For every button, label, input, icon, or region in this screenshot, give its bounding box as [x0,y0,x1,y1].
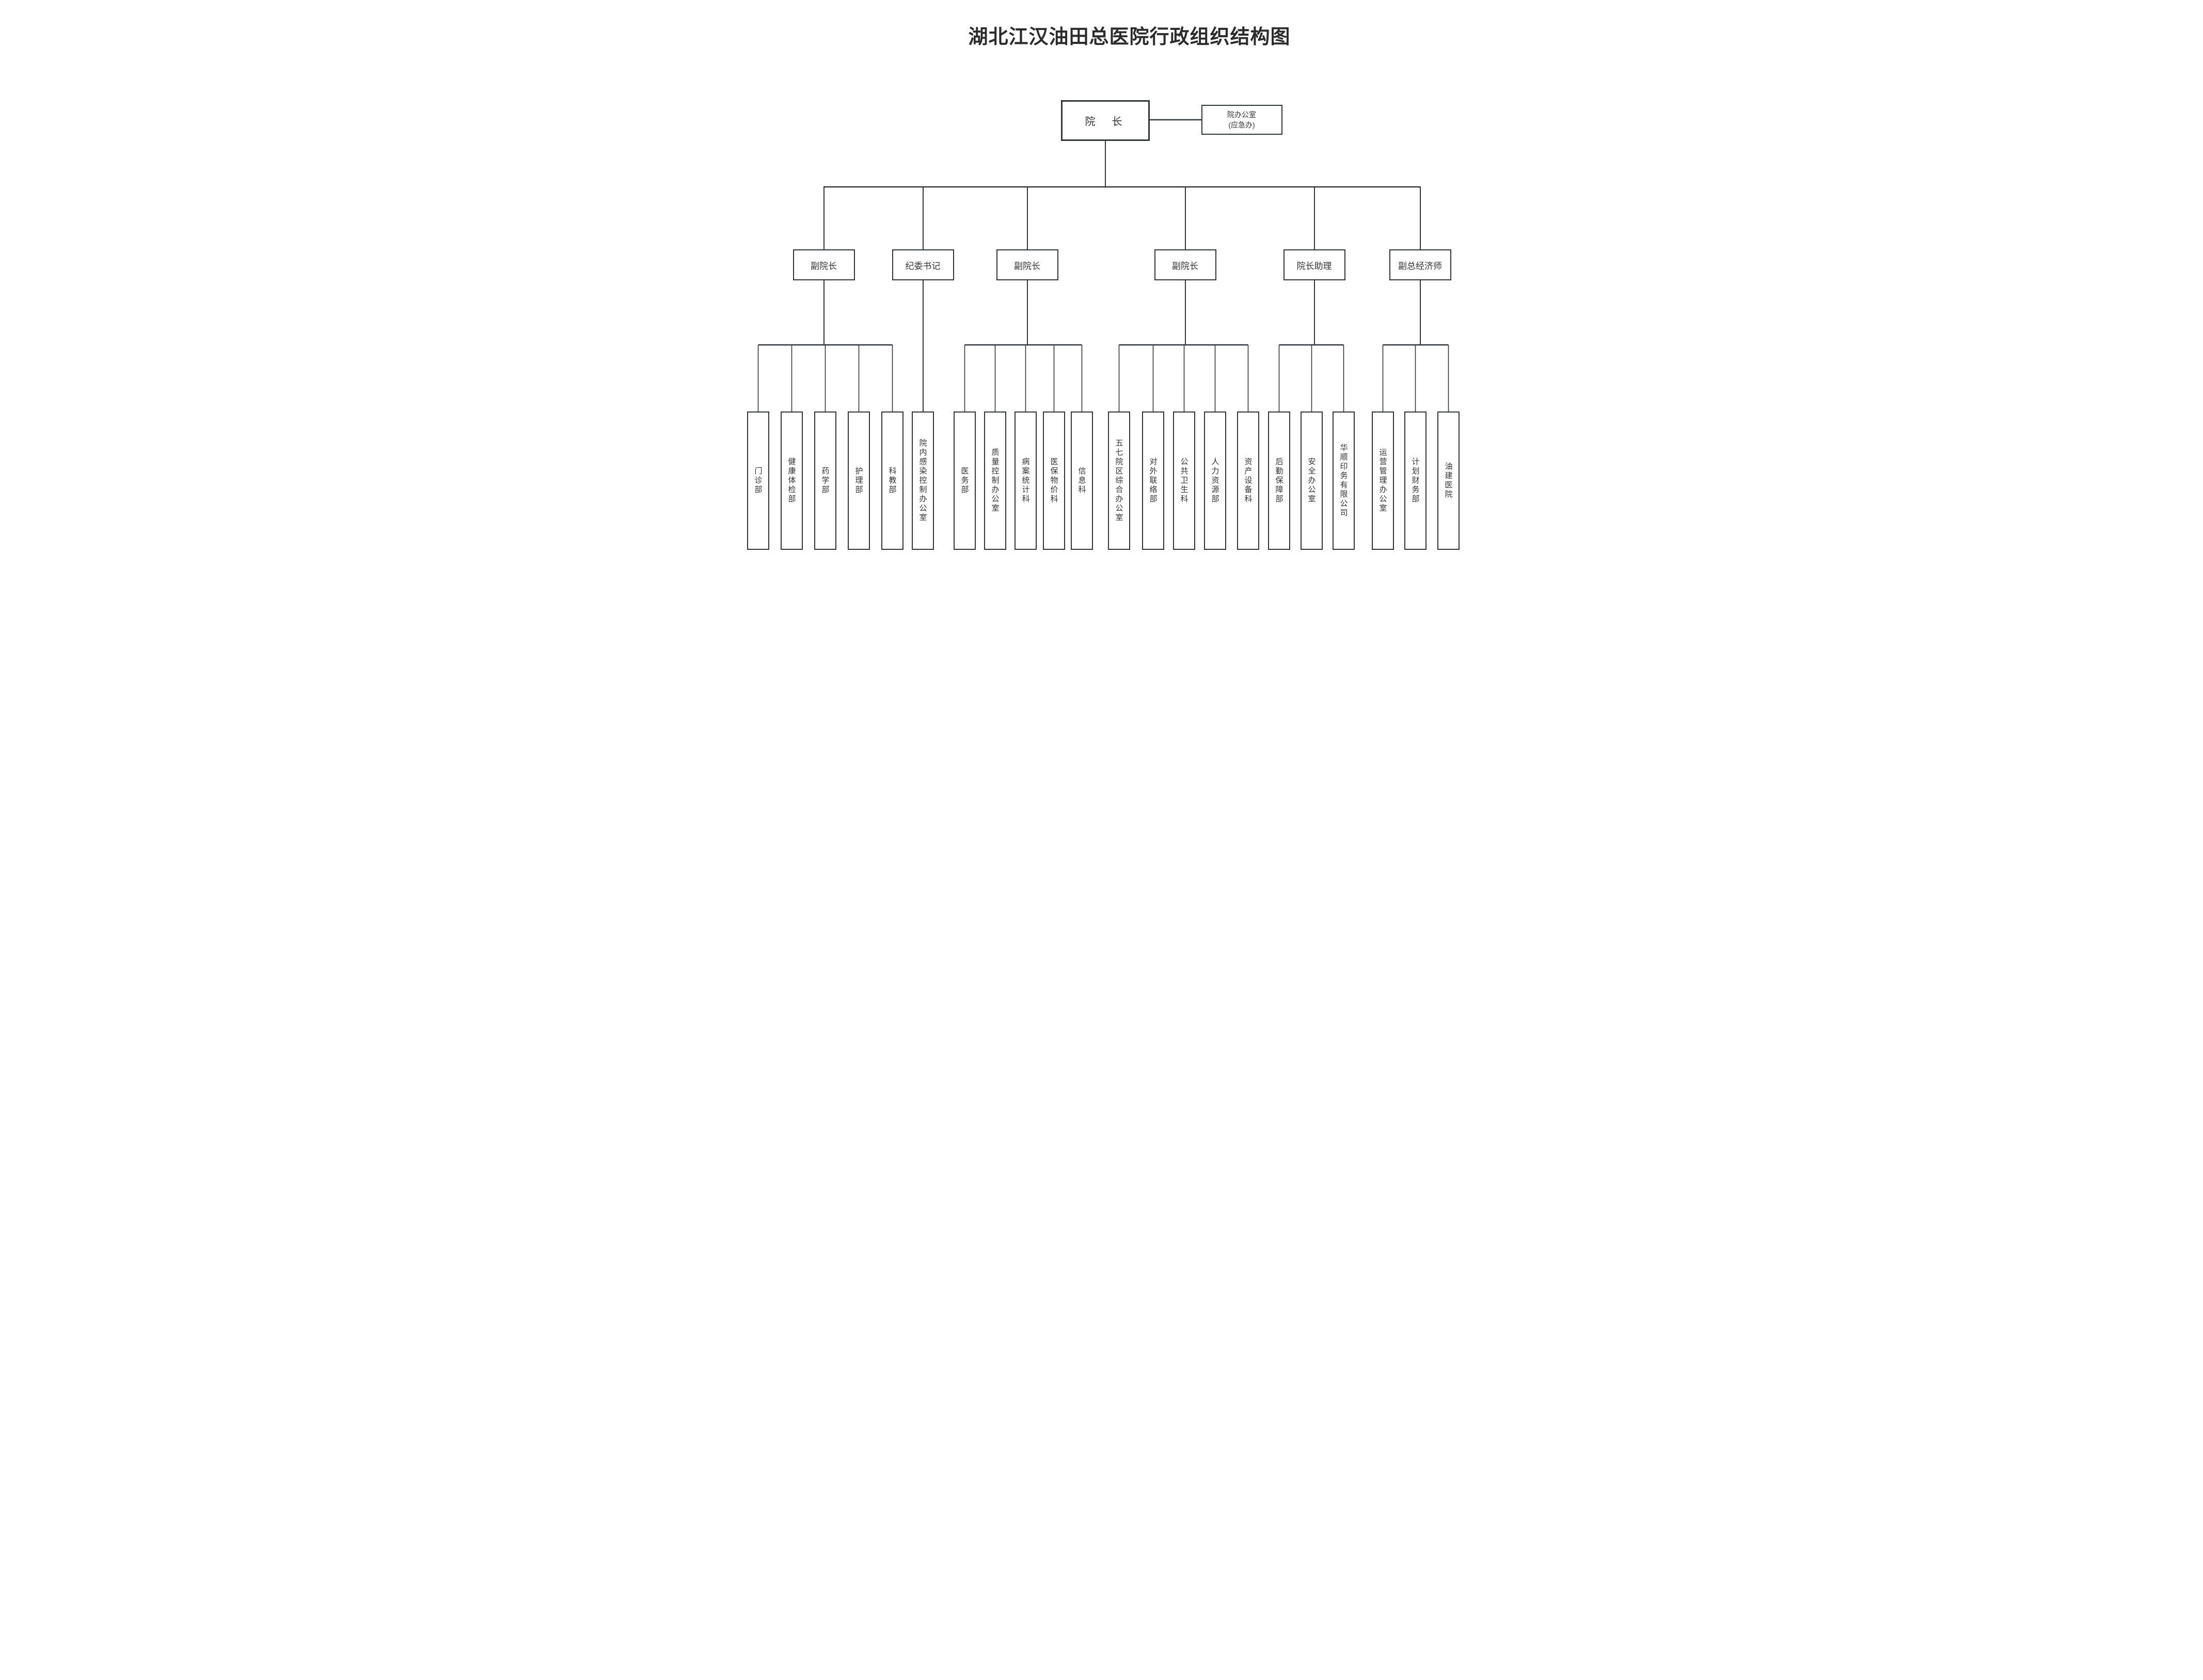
dept-box-operations-management: 运营管理办公室 [1371,411,1394,550]
dept-box-medical-records: 病案统计科 [1014,411,1037,550]
dept-box-quality-control: 质量控制办公室 [984,411,1006,550]
org-chart: 湖北江汉油田总医院行政组织结构图 院 长 院办公室 (应急办) 副院长 纪委书记… [734,0,1469,560]
exec-box-vice-president-3: 副院长 [1154,249,1216,280]
dept-box-insurance-pricing: 医保物价科 [1042,411,1065,550]
dept-box-public-health: 公共卫生科 [1172,411,1195,550]
hospital-office-line1: 院办公室 [1227,110,1256,119]
president-box: 院 长 [1060,100,1150,141]
dept-box-wuqi-campus-office: 五七院区综合办公室 [1107,411,1130,550]
dept-box-science-education: 科教部 [881,411,904,550]
dept-box-logistics-support: 后勤保障部 [1267,411,1290,550]
dept-box-medical-affairs: 医务部 [953,411,976,550]
dept-box-safety-office: 安全办公室 [1300,411,1323,550]
connector-lines [757,119,1449,411]
exec-box-vice-president-1: 副院长 [793,249,855,280]
exec-box-deputy-chief-economist: 副总经济师 [1389,249,1451,280]
exec-box-president-assistant: 院长助理 [1283,249,1345,280]
dept-box-asset-equipment: 资产设备科 [1237,411,1259,550]
dept-box-youjian-hospital: 油建医院 [1437,411,1460,550]
dept-box-external-liaison: 对外联络部 [1142,411,1164,550]
dept-box-human-resources: 人力资源部 [1203,411,1226,550]
dept-box-pharmacy: 药学部 [814,411,836,550]
hospital-office-line2: (应急办) [1228,121,1255,129]
dept-box-nursing: 护理部 [847,411,870,550]
exec-box-vice-president-2: 副院长 [996,249,1058,280]
dept-box-information: 信息科 [1070,411,1093,550]
page-title: 湖北江汉油田总医院行政组织结构图 [968,26,1291,48]
dept-box-huashun-printing: 华顺印务有限公司 [1332,411,1355,550]
dept-box-outpatient: 门诊部 [747,411,769,550]
dept-box-planning-finance: 计划财务部 [1404,411,1427,550]
hospital-office-box: 院办公室 (应急办) [1201,105,1282,135]
exec-box-discipline-secretary: 纪委书记 [892,249,954,280]
dept-box-infection-control: 院内感染控制办公室 [911,411,934,550]
dept-box-health-checkup: 健康体检部 [780,411,803,550]
